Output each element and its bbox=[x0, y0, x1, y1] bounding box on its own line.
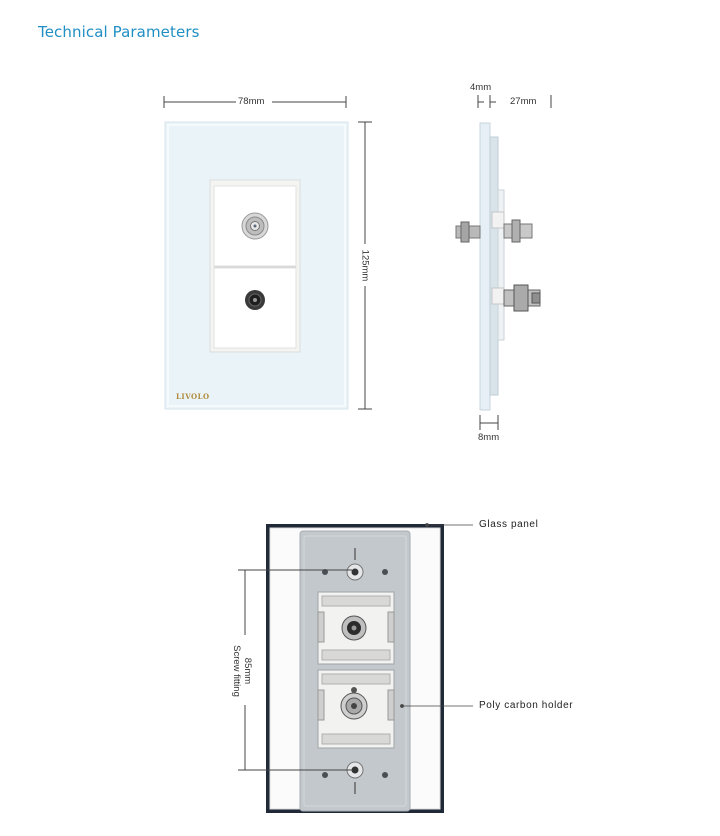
side-top-dimensions bbox=[477, 95, 552, 108]
back-lower-module bbox=[317, 669, 395, 749]
screw-fitting-label-group: 85mm Screw fitting bbox=[231, 631, 253, 711]
front-glass-plate bbox=[164, 121, 349, 410]
front-height-dimension bbox=[358, 121, 372, 410]
front-width-label: 78mm bbox=[238, 96, 265, 107]
top-screw-icon bbox=[322, 548, 388, 581]
back-upper-module bbox=[317, 591, 395, 665]
page-title: Technical Parameters bbox=[38, 23, 200, 41]
brand-logo: LIVOLO bbox=[176, 392, 210, 401]
side-tv-connector-icon bbox=[503, 284, 541, 312]
side-f-connector-icon bbox=[455, 219, 533, 243]
screw-fitting-dim-label: 85mm bbox=[242, 657, 253, 685]
glass-panel-label: Glass panel bbox=[479, 519, 539, 530]
front-width-dimension bbox=[163, 96, 347, 108]
base-label: 8mm bbox=[478, 432, 500, 443]
side-bottom-dimension bbox=[479, 415, 499, 430]
callout-lines bbox=[400, 523, 473, 708]
screw-fitting-text-label: Screw fitting bbox=[231, 645, 242, 697]
screw-fitting-dimension bbox=[238, 569, 352, 771]
front-height-label: 125mm bbox=[359, 249, 371, 282]
front-socket-module bbox=[209, 179, 301, 353]
holder-label: Poly carbon holder bbox=[479, 700, 574, 711]
depth-label: 27mm bbox=[510, 96, 537, 107]
f-connector-icon bbox=[241, 212, 269, 240]
tv-connector-icon bbox=[245, 290, 265, 310]
glass-thickness-label: 4mm bbox=[470, 82, 492, 93]
side-profile bbox=[479, 122, 505, 411]
